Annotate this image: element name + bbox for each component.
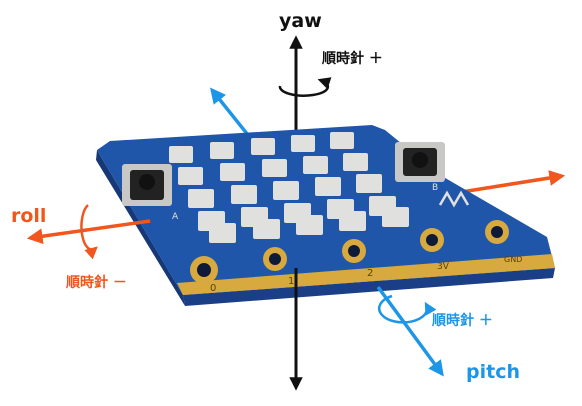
edge-pins bbox=[190, 220, 509, 284]
led bbox=[262, 159, 287, 177]
led bbox=[330, 132, 354, 149]
pin-hole bbox=[197, 263, 211, 277]
led bbox=[296, 215, 323, 235]
microbit-logo-icon bbox=[438, 190, 470, 208]
led bbox=[209, 223, 236, 243]
yaw-rotation-label: 順時針 ＋ bbox=[322, 51, 383, 67]
roll-axis-left bbox=[26, 219, 151, 245]
led bbox=[169, 146, 193, 163]
led bbox=[339, 211, 366, 231]
led bbox=[220, 163, 245, 181]
pin-hole bbox=[426, 234, 438, 246]
board-side-left bbox=[96, 150, 185, 306]
board-body bbox=[97, 125, 555, 295]
pin-label-2: 2 bbox=[367, 268, 373, 279]
led bbox=[303, 156, 328, 174]
led bbox=[273, 181, 299, 200]
pitch-rotation-label: 順時針 ＋ bbox=[432, 313, 493, 329]
led bbox=[231, 185, 257, 204]
pin-label-1: 1 bbox=[288, 276, 294, 287]
button-a-label: A bbox=[172, 212, 179, 222]
led bbox=[343, 153, 368, 171]
pin-label-0: 0 bbox=[210, 283, 216, 294]
led bbox=[382, 207, 409, 227]
board-edge bbox=[183, 268, 555, 306]
led bbox=[188, 189, 214, 208]
yaw-label: yaw bbox=[279, 10, 322, 32]
pin-hole bbox=[269, 253, 281, 265]
gold-edge-connector bbox=[177, 254, 555, 295]
roll-label: roll bbox=[11, 205, 47, 227]
yaw-rotation-icon bbox=[278, 77, 332, 97]
led bbox=[356, 174, 382, 193]
led bbox=[253, 219, 280, 239]
led bbox=[210, 142, 234, 159]
led bbox=[178, 167, 203, 185]
led-matrix bbox=[169, 132, 409, 243]
led bbox=[315, 177, 341, 196]
pin-label-gnd: GND bbox=[504, 255, 522, 264]
button-b-label: B bbox=[432, 183, 438, 193]
roll-rotation-label: 順時針 － bbox=[66, 275, 127, 291]
pitch-label: pitch bbox=[466, 361, 520, 383]
button-b-cap bbox=[412, 152, 428, 168]
pitch-rotation-icon bbox=[378, 294, 437, 324]
led bbox=[251, 138, 275, 155]
roll-rotation-icon bbox=[80, 204, 98, 260]
pin-label-3v: 3V bbox=[437, 262, 450, 272]
microbit-board: 0 1 2 3V GND A B bbox=[96, 125, 555, 306]
roll-axis-right bbox=[454, 170, 566, 195]
pin-hole bbox=[348, 245, 360, 257]
pin-hole bbox=[491, 226, 503, 238]
led bbox=[291, 135, 315, 152]
button-a-cap bbox=[139, 174, 155, 190]
pitch-axis-lower bbox=[376, 285, 444, 377]
pitch-axis-upper bbox=[210, 87, 254, 142]
